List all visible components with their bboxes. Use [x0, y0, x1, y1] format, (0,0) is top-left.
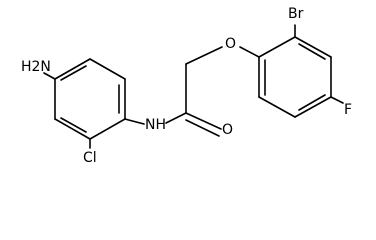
- carbonyl-double-bond: [185, 112, 222, 130]
- nh-to-carbonyl-bond: [165, 112, 187, 124]
- ring2-double-bond: [298, 94, 326, 111]
- carbonyl-double-bond: [185, 119, 220, 137]
- ring2-double-bond: [298, 43, 326, 60]
- ring1-bond: [54, 118, 91, 140]
- bromo-label: Br: [288, 6, 304, 22]
- ring1-to-nh-bond: [124, 118, 145, 125]
- amide-nitrogen-label: NH: [145, 117, 166, 133]
- ring1-double-bond: [60, 65, 87, 81]
- ch2-to-ether-bond: [185, 46, 223, 65]
- molecule-structure: H2N Cl NH O O Br F: [21, 6, 352, 166]
- ring2-bond: [258, 36, 296, 58]
- ring2-bond: [294, 36, 332, 58]
- fluoro-label: F: [344, 102, 352, 118]
- bromofluorophenyl-ring: [258, 36, 332, 118]
- chloro-label: Cl: [83, 150, 97, 166]
- ring1-bond: [89, 58, 126, 80]
- aminochlorophenyl-ring: [54, 58, 126, 140]
- fluoro-bond: [330, 96, 344, 104]
- amino-bond: [43, 72, 56, 80]
- ring1-double-bond: [60, 117, 87, 133]
- carbonyl-oxygen-label: O: [222, 122, 233, 138]
- ring2-bond: [294, 96, 332, 118]
- ring1-bond: [89, 118, 126, 140]
- ether-to-ring2-bond: [239, 46, 260, 58]
- amino-label: H2N: [21, 59, 51, 75]
- ring2-bond: [258, 96, 296, 118]
- ring1-bond: [54, 58, 91, 80]
- ether-oxygen-label: O: [225, 36, 236, 52]
